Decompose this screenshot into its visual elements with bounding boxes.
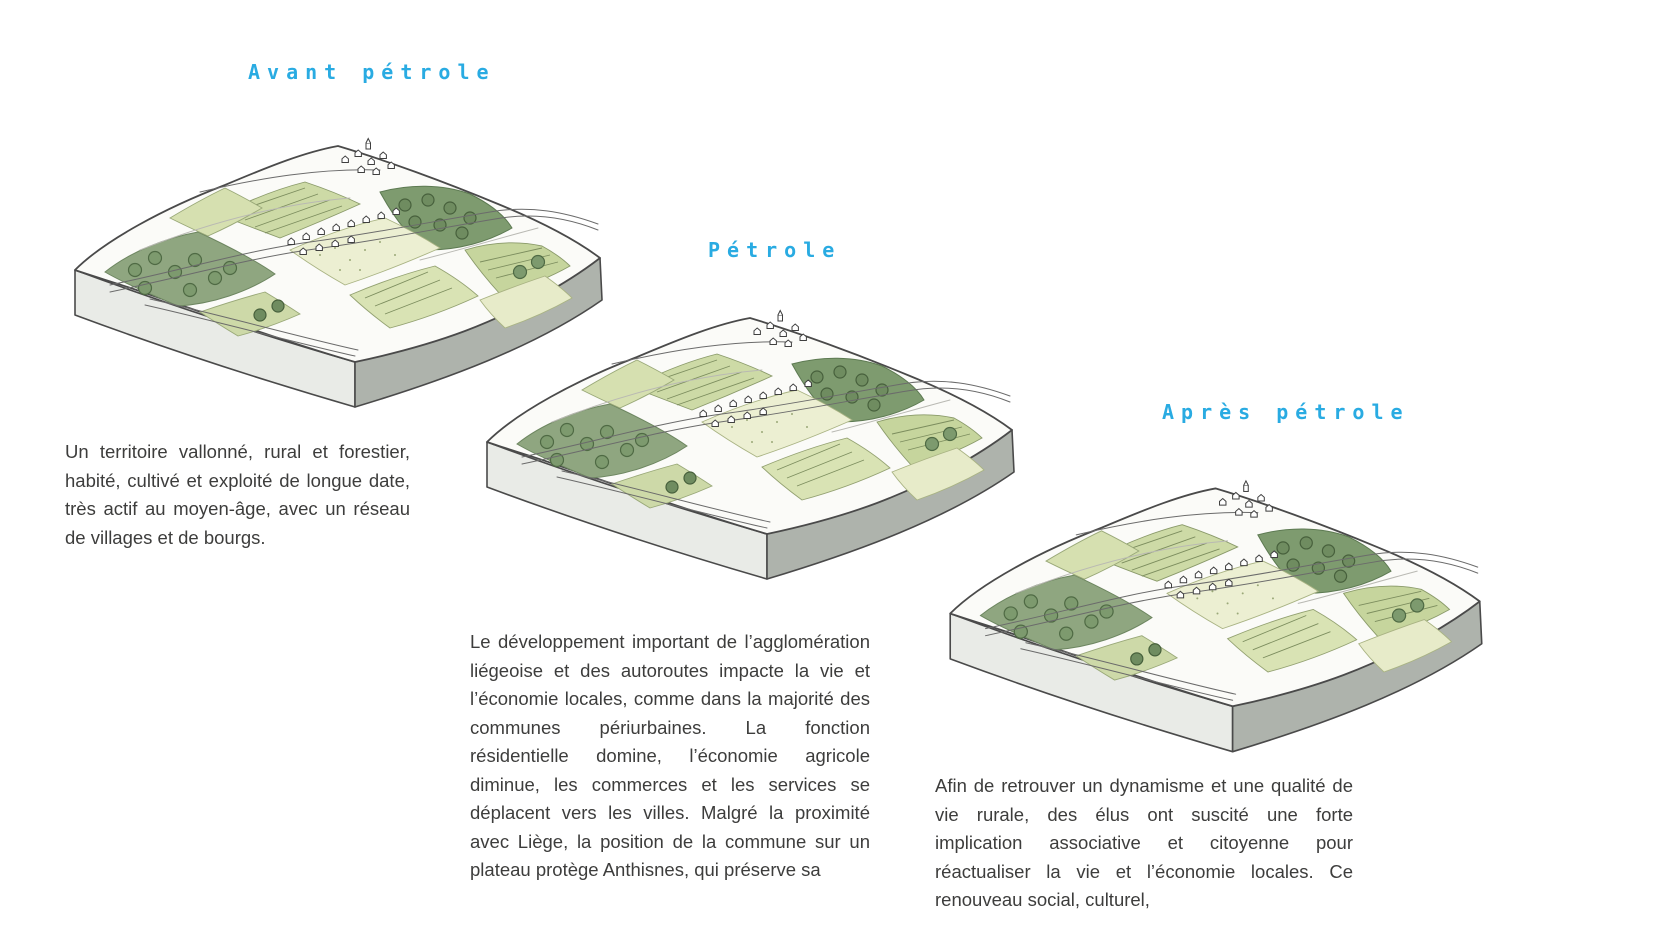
panel-title-avant-petrole: Avant pétrole (248, 60, 496, 84)
terrain-illustration-apres-petrole (925, 442, 1510, 785)
panel-description-petrole: Le développement important de l’agglomér… (470, 631, 870, 880)
panel-description-avant-petrole: Un territoire vallonné, rural et foresti… (65, 441, 410, 548)
panel-description-apres-petrole: Afin de retrouver un dynamisme et une qu… (935, 775, 1353, 910)
panel-title-petrole: Pétrole (708, 238, 842, 262)
panel-title-apres-petrole: Après pétrole (1162, 400, 1410, 424)
